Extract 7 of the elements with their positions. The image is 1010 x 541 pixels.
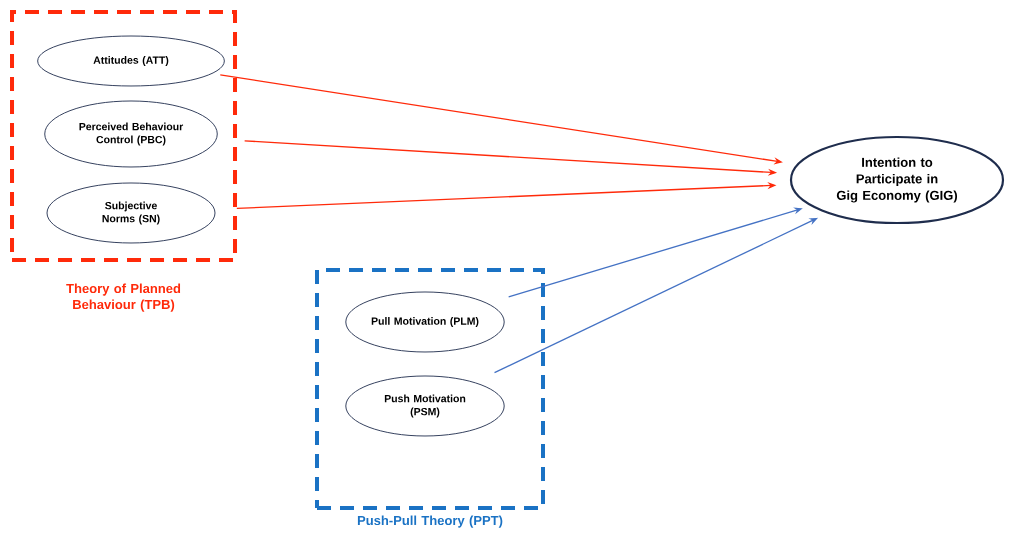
ellipse-node: Pull Motivation (PLM) — [345, 291, 505, 353]
ellipse-node: Perceived Behaviour Control (PBC) — [44, 100, 218, 168]
ellipse-node: Subjective Norms (SN) — [46, 182, 216, 244]
ellipse-node: Attitudes (ATT) — [37, 35, 225, 87]
group-heading: Push-Pull Theory (PPT) — [357, 515, 503, 528]
group-heading: Theory of Planned Behaviour (TPB) — [66, 283, 181, 312]
ellipse-node: Push Motivation (PSM) — [345, 375, 505, 437]
